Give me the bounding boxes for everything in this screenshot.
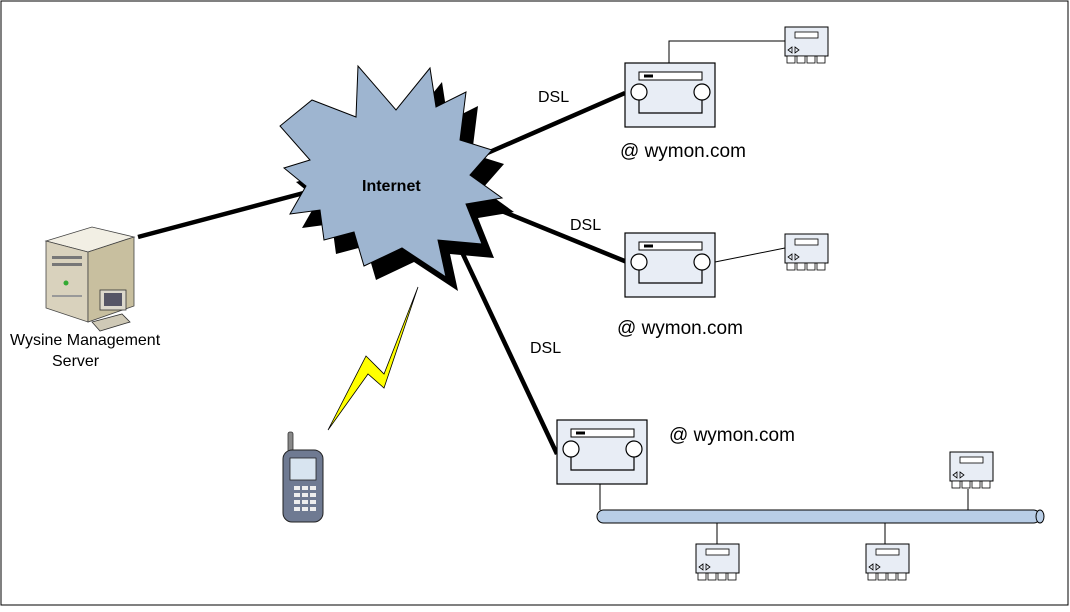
server-label-line1: Wysine Management bbox=[10, 332, 161, 349]
dsl-link-3 bbox=[457, 247, 560, 455]
gateway-1 bbox=[624, 62, 716, 128]
dsl-link-2 bbox=[486, 202, 628, 265]
gateway-1-label: @ wymon.com bbox=[620, 141, 746, 162]
internet-label: Internet bbox=[362, 178, 421, 195]
bus-line bbox=[596, 509, 1045, 524]
gateway-3-label: @ wymon.com bbox=[669, 425, 795, 446]
gateway-3 bbox=[556, 419, 648, 485]
internet-cloud bbox=[279, 64, 514, 291]
dsl-label-1: DSL bbox=[538, 89, 569, 106]
dsl-label-2: DSL bbox=[570, 217, 601, 234]
dsl-link-1 bbox=[475, 90, 626, 161]
lightning-bolt-icon bbox=[327, 286, 419, 431]
gateway-2-label: @ wymon.com bbox=[617, 318, 743, 339]
mobile-phone-icon bbox=[282, 431, 324, 523]
server-icon bbox=[44, 226, 136, 332]
dsl-label-3: DSL bbox=[530, 340, 561, 357]
server-label-line2: Server bbox=[52, 353, 100, 370]
server-internet-link bbox=[137, 187, 316, 240]
gateway-2-sensor-wire bbox=[709, 247, 786, 264]
gateway-2 bbox=[624, 232, 716, 298]
gateway-1-sensor-wire bbox=[668, 40, 785, 68]
